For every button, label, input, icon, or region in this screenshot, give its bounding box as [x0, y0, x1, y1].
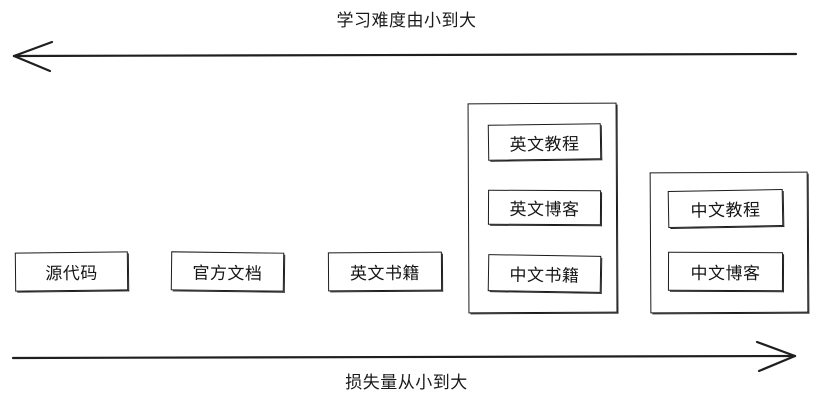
node-english-books[interactable]: 英文书籍 [327, 251, 443, 292]
node-chinese-blog[interactable]: 中文博客 [667, 251, 784, 292]
node-label: 英文书籍 [349, 263, 421, 285]
arrow-right-icon [11, 340, 797, 373]
node-label: 中文书籍 [509, 265, 580, 287]
node-chinese-books[interactable]: 中文书籍 [487, 254, 602, 293]
bottom-axis-label: 损失量从小到大 [345, 373, 468, 393]
node-official-docs[interactable]: 官方文档 [170, 251, 285, 292]
node-english-blog[interactable]: 英文博客 [487, 189, 602, 226]
node-english-tutorial[interactable]: 英文教程 [487, 123, 602, 161]
arrow-left-icon [12, 40, 798, 73]
node-chinese-tutorial[interactable]: 中文教程 [667, 188, 784, 229]
node-label: 中文教程 [690, 200, 761, 222]
node-label: 中文博客 [690, 263, 761, 285]
node-label: 源代码 [45, 263, 98, 285]
top-axis-label: 学习难度由小到大 [336, 11, 477, 31]
node-label: 英文教程 [509, 134, 580, 155]
node-source-code[interactable]: 源代码 [14, 251, 129, 292]
node-label: 官方文档 [192, 263, 263, 285]
node-label: 英文博客 [509, 199, 580, 221]
